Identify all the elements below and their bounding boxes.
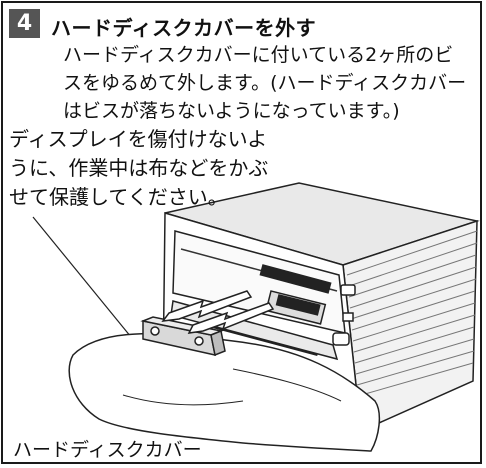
caution-leader-line	[32, 216, 132, 338]
screw-icon	[194, 336, 204, 346]
instruction-line: スをゆるめて外します。(ハードディスクカバー	[63, 72, 467, 94]
instruction-panel: 4 ハードディスクカバーを外す ハードディスクカバーに付いている2ヶ所のビ スを…	[1, 1, 482, 464]
instruction-line: はビスが落ちないようになっています。)	[63, 100, 400, 122]
removal-arrows	[161, 290, 275, 334]
hard-disk-cover-label: ハードディスクカバー	[13, 439, 202, 461]
screw-icon	[150, 326, 160, 336]
step-title: ハードディスクカバーを外す	[51, 16, 317, 40]
navigation-unit	[162, 182, 480, 433]
caution-line: うに、作業中は布などをかぶ	[9, 156, 269, 180]
caution-note: ディスプレイを傷付けないよ うに、作業中は布などをかぶ せて保護してください。	[9, 125, 268, 212]
step-number-badge: 4	[9, 9, 40, 38]
hard-disk-removal-illustration	[32, 182, 480, 452]
caution-line: ディスプレイを傷付けないよ	[9, 127, 268, 151]
caution-line: せて保護してください。	[9, 185, 228, 209]
step-instructions: ハードディスクカバーに付いている2ヶ所のビ スをゆるめて外します。(ハードディス…	[63, 41, 479, 125]
instruction-line: ハードディスクカバーに付いている2ヶ所のビ	[63, 44, 454, 66]
